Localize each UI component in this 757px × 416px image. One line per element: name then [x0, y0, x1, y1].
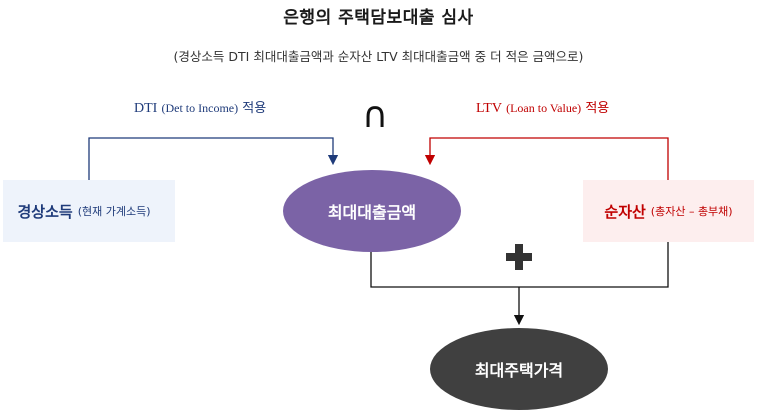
- net-asset-title: 순자산: [604, 202, 646, 221]
- max-loan-node: 최대대출금액: [283, 170, 461, 252]
- ltv-label: LTV (Loan to Value) 적용: [476, 97, 609, 117]
- plus-icon: [506, 244, 532, 270]
- income-box-title: 경상소득: [17, 202, 73, 221]
- ltv-abbr: LTV: [476, 101, 502, 116]
- diagram-title: 은행의 주택담보대출 심사: [283, 8, 474, 28]
- income-box-subtitle: (현재 가계소득): [77, 205, 151, 218]
- income-box: 경상소득 (현재 가계소득): [3, 180, 175, 242]
- dti-connector: [88, 137, 339, 180]
- max-house-price-label: 최대주택가격: [474, 361, 564, 380]
- net-asset-subtitle: (총자산 – 총부채): [650, 205, 733, 218]
- dti-suffix: 적용: [242, 101, 267, 116]
- max-loan-label: 최대대출금액: [327, 203, 417, 222]
- dti-label: DTI (Det to Income) 적용: [134, 97, 266, 117]
- dti-full: (Det to Income): [161, 101, 239, 115]
- max-house-price-node: 최대주택가격: [430, 328, 608, 410]
- intersection-icon: ∩: [362, 95, 389, 136]
- dti-abbr: DTI: [134, 101, 158, 116]
- diagram-subtitle: (경상소득 DTI 최대대출금액과 순자산 LTV 최대대출금액 중 더 적은 …: [173, 49, 584, 64]
- ltv-full: (Loan to Value): [506, 101, 582, 115]
- ltv-suffix: 적용: [585, 101, 610, 116]
- ltv-connector: [424, 137, 669, 180]
- net-asset-box: 순자산 (총자산 – 총부채): [583, 180, 754, 242]
